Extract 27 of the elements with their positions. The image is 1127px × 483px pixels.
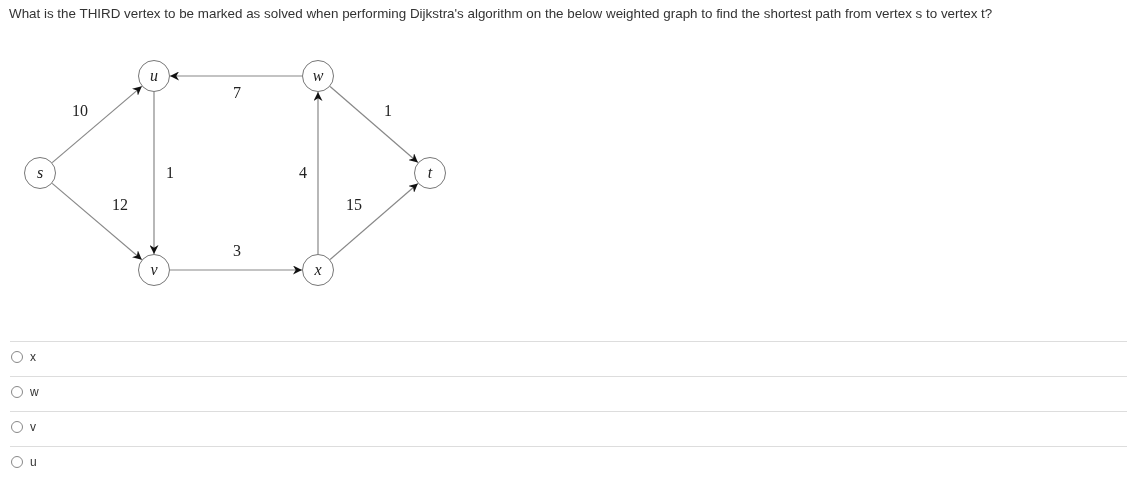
edge-weight: 10 (71, 103, 89, 119)
arrow (169, 265, 303, 275)
option-text: w (30, 385, 39, 399)
vertex-circle: w (302, 60, 334, 92)
vertex-circle: v (138, 254, 170, 286)
option-text: v (30, 420, 36, 434)
edge-weight: 3 (232, 243, 242, 259)
edge-weight: 12 (111, 197, 129, 213)
vertex-circle: x (302, 254, 334, 286)
arrow (51, 182, 143, 261)
edge-weight: 4 (298, 165, 308, 181)
edge-weight: 15 (345, 197, 363, 213)
option-text: u (30, 455, 37, 469)
vertex-circle: u (138, 60, 170, 92)
arrow (313, 91, 323, 255)
arrow (169, 71, 303, 81)
arrow (329, 182, 419, 261)
arrow (149, 91, 159, 255)
arrow (329, 85, 419, 164)
edge-weight: 7 (232, 85, 242, 101)
vertex-circle: s (24, 157, 56, 189)
vertex-circle: t (414, 157, 446, 189)
option-text: x (30, 350, 36, 364)
edge-weight: 1 (383, 103, 393, 119)
question-text: What is the THIRD vertex to be marked as solved when performing Dijkstra's algorithm on the below weighted graph to find the shortest path from vertex s to vertex t? (9, 6, 993, 21)
arrow (51, 85, 143, 164)
edge-weight: 1 (165, 165, 175, 181)
